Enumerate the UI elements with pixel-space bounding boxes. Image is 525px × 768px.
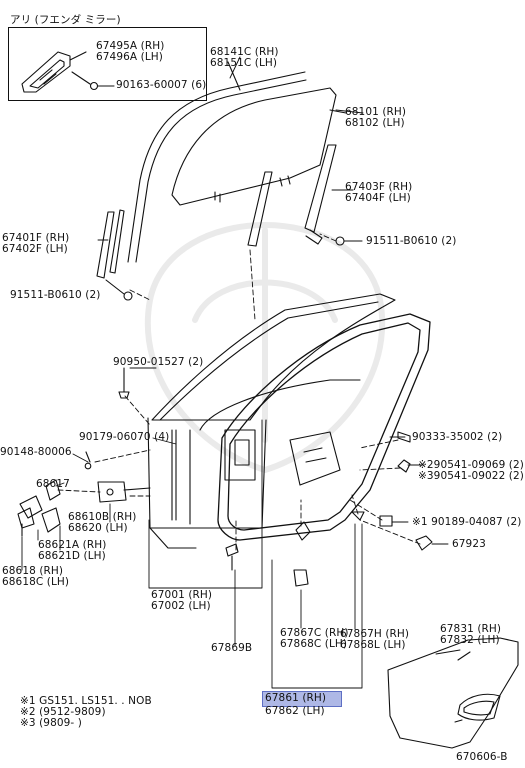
label-68618c: 68618C (LH) [2, 576, 70, 588]
note-3: ※3 (9809- ) [20, 717, 82, 729]
label-68621d: 68621D (LH) [38, 550, 106, 562]
highlight-67861 [262, 691, 342, 707]
label-68102: 68102 (LH) [345, 117, 405, 129]
label-91511-left: 91511-B0610 (2) [10, 289, 101, 301]
glass-run-center [247, 171, 273, 247]
label-67831: 67831 (RH) [440, 623, 502, 635]
label-90179: 90179-06070 (4) [79, 431, 170, 443]
label-68618: 68618 (RH) [2, 565, 64, 577]
clips-right [351, 431, 433, 551]
label-67002: 67002 (LH) [151, 600, 211, 612]
label-67868c: 67868C (LH) [280, 638, 348, 650]
label-90950: 90950-01527 (2) [113, 356, 204, 368]
door-shell [147, 293, 396, 549]
dashed-guides [57, 233, 421, 551]
note-2: ※2 (9512-9809) [20, 706, 106, 718]
label-67404f: 67404F (LH) [345, 192, 411, 204]
label-68621a: 68621A (RH) [38, 539, 107, 551]
label-90148: 90148-80006 [0, 446, 72, 458]
bottom-fasteners [225, 521, 311, 587]
hinge-assembly [17, 451, 151, 537]
label-67867c: 67867C (RH) [280, 627, 349, 639]
door-weatherstrip [217, 313, 431, 541]
label-68610b: 68610B (RH) [68, 511, 137, 523]
label-67001: 67001 (RH) [151, 589, 213, 601]
label-68617: 68617 [36, 478, 70, 490]
label-67867h: 67867H (RH) [340, 628, 410, 640]
label-67923: 67923 [452, 538, 486, 550]
trim-board-67831 [387, 637, 519, 749]
label-67832: 67832 (LH) [440, 634, 500, 646]
label-68101: 68101 (RH) [345, 106, 407, 118]
inset-title: アリ (フエンダ ミラー) [10, 14, 121, 26]
bolt-90950 [118, 367, 130, 399]
label-190189: ※1 90189-04087 (2) [412, 516, 522, 528]
label-67496a: 67496A (LH) [96, 51, 163, 63]
inset-box [8, 27, 207, 101]
label-67495a: 67495A (RH) [96, 40, 165, 52]
outer-glass-run-channel [127, 61, 307, 263]
label-68151c: 68151C (LH) [210, 57, 278, 69]
label-67868l: 67868L (LH) [340, 639, 406, 651]
label-68141c: 68141C (RH) [210, 46, 279, 58]
division-bar-right [304, 144, 363, 246]
division-bar-left [96, 209, 133, 301]
label-90163: 90163-60007 (6) [116, 79, 207, 91]
leader-lines [21, 56, 461, 689]
label-67401f: 67401F (RH) [2, 232, 70, 244]
label-67862: 67862 (LH) [265, 705, 325, 717]
watermark [144, 222, 386, 473]
door-glass [171, 87, 347, 206]
label-390541: ※390541-09022 (2) [418, 470, 524, 482]
label-91511-right: 91511-B0610 (2) [366, 235, 457, 247]
label-290541: ※290541-09069 (2) [418, 459, 524, 471]
figure-code: 670606-B [456, 751, 508, 763]
label-67861: 67861 (RH) [265, 692, 327, 704]
inset-mirror-cover [21, 51, 115, 93]
label-67402f: 67402F (LH) [2, 243, 68, 255]
label-68620: 68620 (LH) [68, 522, 128, 534]
note-1: ※1 GS151. LS151. . NOB [20, 695, 152, 707]
label-67403f: 67403F (RH) [345, 181, 413, 193]
label-90333: 90333-35002 (2) [412, 431, 503, 443]
label-67869b: 67869B [211, 642, 253, 654]
